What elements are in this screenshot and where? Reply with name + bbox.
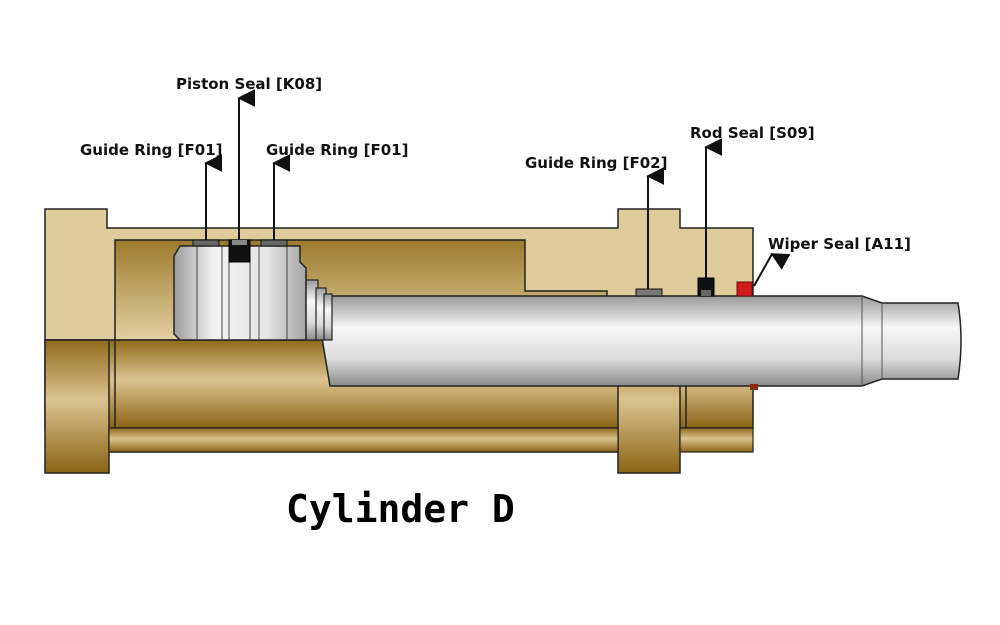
label-guide-ring-rod: Guide Ring [F02] — [525, 154, 667, 172]
piston-rod — [314, 295, 962, 387]
label-piston-seal: Piston Seal [K08] — [176, 75, 322, 93]
label-guide-ring-left: Guide Ring [F01] — [80, 141, 222, 159]
guide-ring-rod-seal — [635, 288, 663, 297]
piston-head — [173, 245, 307, 341]
wiper-seal-element — [736, 281, 753, 297]
end-cap-left — [44, 339, 110, 474]
diagram-title: Cylinder D — [286, 487, 515, 531]
guide-ring-right-seal — [260, 239, 288, 247]
wiper-seal-arrow — [753, 253, 791, 287]
label-guide-ring-right: Guide Ring [F01] — [266, 141, 408, 159]
label-wiper-seal: Wiper Seal [A11] — [768, 235, 911, 253]
guide-ring-left-seal — [192, 239, 220, 247]
label-rod-seal: Rod Seal [S09] — [690, 124, 815, 142]
